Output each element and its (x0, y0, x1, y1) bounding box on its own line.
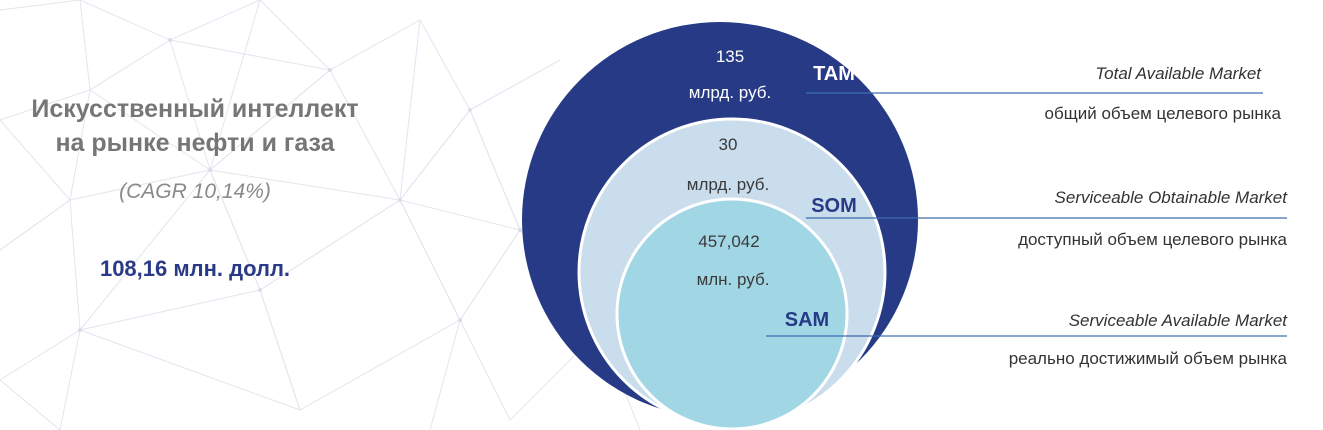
title-line-1: Искусственный интеллект (31, 95, 359, 123)
som-unit: млрд. руб. (687, 175, 769, 194)
sam-name-en: Serviceable Available Market (1069, 311, 1289, 330)
som-value: 30 (719, 135, 738, 154)
tam-desc-ru: общий объем целевого рынка (1045, 104, 1282, 123)
page-title: Искусственный интеллект на рынке нефти и… (20, 92, 370, 160)
sam-unit: млн. руб. (697, 270, 770, 289)
sam-circle (615, 197, 849, 430)
sam-desc-ru: реально достижимый объем рынка (1009, 349, 1288, 368)
tam-abbr: TAM (813, 63, 855, 85)
som-abbr: SOM (811, 195, 857, 217)
market-amount: 108,16 млн. долл. (99, 256, 291, 281)
som-desc-ru: доступный объем целевого рынка (1018, 230, 1287, 249)
som-name-en: Serviceable Obtainable Market (1055, 188, 1289, 207)
sam-abbr: SAM (785, 309, 829, 331)
tam-unit: млрд. руб. (689, 83, 771, 102)
sam-value: 457,042 (698, 232, 759, 251)
tam-value: 135 (716, 47, 744, 66)
title-line-2: на рынке нефти и газа (55, 129, 335, 157)
tam-name-en: Total Available Market (1095, 64, 1262, 83)
cagr-label: (CAGR 10,14%) (119, 180, 271, 203)
